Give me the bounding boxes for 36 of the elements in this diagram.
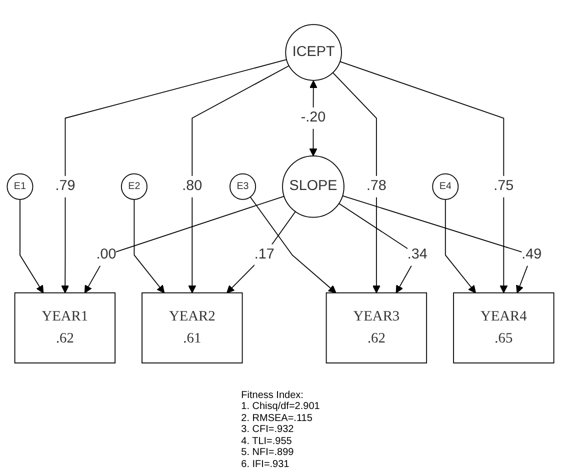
fit-index-line: Fitness Index: bbox=[241, 390, 304, 401]
edge-label: -.20 bbox=[300, 110, 326, 126]
arrow bbox=[134, 198, 165, 294]
arrow bbox=[61, 59, 288, 294]
node-circle: E4 bbox=[432, 173, 459, 200]
arrow bbox=[250, 196, 336, 294]
edge-label: .34 bbox=[407, 246, 428, 262]
arrow bbox=[340, 61, 508, 294]
fit-index-line: 4. TLI=.955 bbox=[241, 436, 293, 447]
edge-label: .80 bbox=[182, 178, 202, 194]
edge-label: .75 bbox=[494, 178, 514, 194]
node-circle: E1 bbox=[6, 173, 34, 200]
edge-label: .79 bbox=[55, 178, 76, 194]
fit-index-line: 2. RMSEA=.115 bbox=[241, 412, 314, 424]
node-circle: E2 bbox=[120, 173, 148, 200]
node-box: YEAR1 .62 bbox=[14, 292, 116, 364]
arrow bbox=[332, 72, 380, 294]
arrow bbox=[226, 211, 296, 294]
node-circle: SLOPE bbox=[282, 155, 344, 218]
arrow bbox=[444, 198, 476, 294]
arrow bbox=[188, 65, 290, 294]
arrow bbox=[20, 198, 44, 294]
node-box: YEAR3 .62 bbox=[326, 292, 428, 364]
node-circle: ICEPT bbox=[285, 24, 342, 81]
fit-index-line: 3. CFI=.932 bbox=[241, 424, 295, 436]
fit-index-line: 1. Chisq/df=2.901 bbox=[241, 401, 320, 412]
node-box: YEAR2 .61 bbox=[142, 292, 243, 364]
edge-label: .49 bbox=[522, 246, 542, 262]
arrow bbox=[84, 196, 285, 294]
edge-label: .78 bbox=[366, 178, 386, 194]
node-circle: E3 bbox=[230, 173, 256, 200]
fit-index-line: 5. NFI=.899 bbox=[241, 447, 295, 458]
edge-label: .17 bbox=[254, 246, 274, 262]
edge-label: .00 bbox=[96, 246, 116, 262]
node-box: YEAR4 .65 bbox=[453, 292, 554, 364]
fit-index-line: 6. IFI=.931 bbox=[241, 458, 290, 470]
